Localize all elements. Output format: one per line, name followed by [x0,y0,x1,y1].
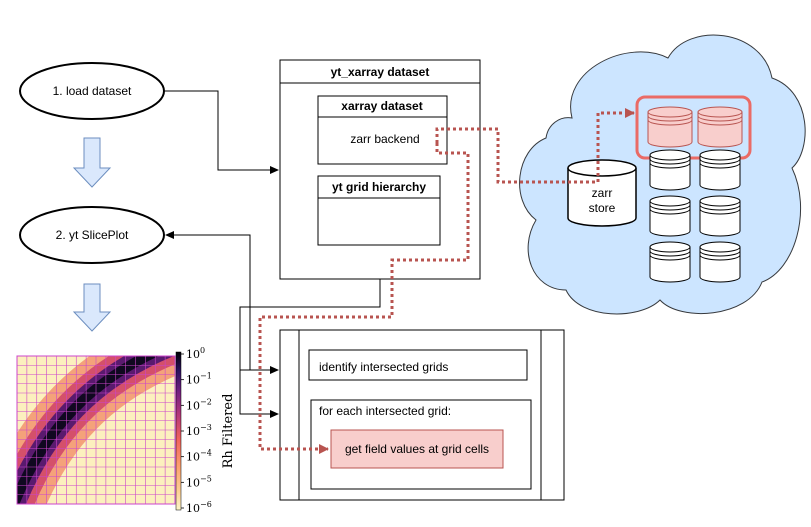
for-each-grid-label: for each intersected grid: [319,404,451,418]
chunk-cylinder [699,241,741,283]
get-field-values-box: get field values at grid cells [330,429,504,469]
colorbar-ticks: 100 10−1 10−2 10−3 10−4 10−5 10−6 [181,346,212,515]
dataset-to-process-arrow-a [239,279,381,418]
colorbar-tick-label: 10−2 [186,397,212,412]
chunk-cylinder [649,149,691,191]
flow-arrow-down-icon [72,137,112,188]
highlighted-chunk-group [635,95,752,160]
yt-grid-hierarchy-box: yt grid hierarchy [317,175,441,246]
chunk-cylinder [649,241,691,283]
data-access-paths [258,108,635,454]
xarray-dataset-title: xarray dataset [341,99,422,113]
load-dataset-label: 1. load dataset [53,84,132,98]
backend-to-chunks-dotted-path [435,108,635,184]
chunk-cylinder [699,195,741,237]
highlighted-chunks [647,106,743,148]
flow-arrow-down-icon [72,283,112,332]
chunk-cylinder [647,106,693,148]
colorbar-tick-label: 10−3 [186,423,212,438]
colorbar-label: Rh Filtered [221,394,236,469]
chunk-cylinder [699,149,741,191]
colorbar-tick-label: 10−5 [186,474,212,489]
chunk-cylinder [697,106,743,148]
chunk-cylinder [649,195,691,237]
xarray-dataset-box: xarray dataset zarr backend [317,95,448,165]
slice-plot-node[interactable]: 2. yt SlicePlot [19,206,165,264]
colorbar-tick-label: 10−6 [186,500,212,515]
colorbar-tick-label: 10−1 [186,372,212,387]
colorbar-gradient [175,351,182,511]
zarr-store-label-line1: zarr [592,186,613,200]
slice-plot-image [16,355,176,505]
grid-overlay [17,356,175,504]
connectors [164,90,381,418]
identify-intersected-grids-box: identify intersected grids [308,349,528,381]
colorbar: 100 10−1 10−2 10−3 10−4 10−5 10−6 Rh Filtered [175,346,236,515]
data-band [17,356,175,504]
backend-to-field-values-dotted-path [258,143,470,454]
yt-grid-hierarchy-title: yt grid hierarchy [332,180,426,194]
get-field-values-label: get field values at grid cells [345,442,489,456]
yt-xarray-dataset-title: yt_xarray dataset [331,65,430,79]
zarr-store-cylinder: zarr store [567,159,637,227]
cloud-storage: zarr store [519,34,806,315]
colorbar-tick-label: 10−4 [186,449,212,464]
slice-plot-label: 2. yt SlicePlot [56,228,129,242]
return-to-sliceplot-arrow [165,231,251,370]
load-to-dataset-arrow [164,90,279,174]
colorbar-tick-label: 100 [186,346,205,361]
identify-intersected-grids-label: identify intersected grids [319,360,448,374]
for-each-grid-box: for each intersected grid: get field val… [310,399,532,490]
zarr-backend-label: zarr backend [350,132,419,146]
yt-xarray-dataset-box: yt_xarray dataset xarray dataset zarr ba… [279,59,481,280]
process-box: identify intersected grids for each inte… [279,329,565,501]
zarr-store-label-line2: store [589,201,616,215]
load-dataset-node[interactable]: 1. load dataset [19,62,165,120]
chunk-cylinders [649,149,741,283]
